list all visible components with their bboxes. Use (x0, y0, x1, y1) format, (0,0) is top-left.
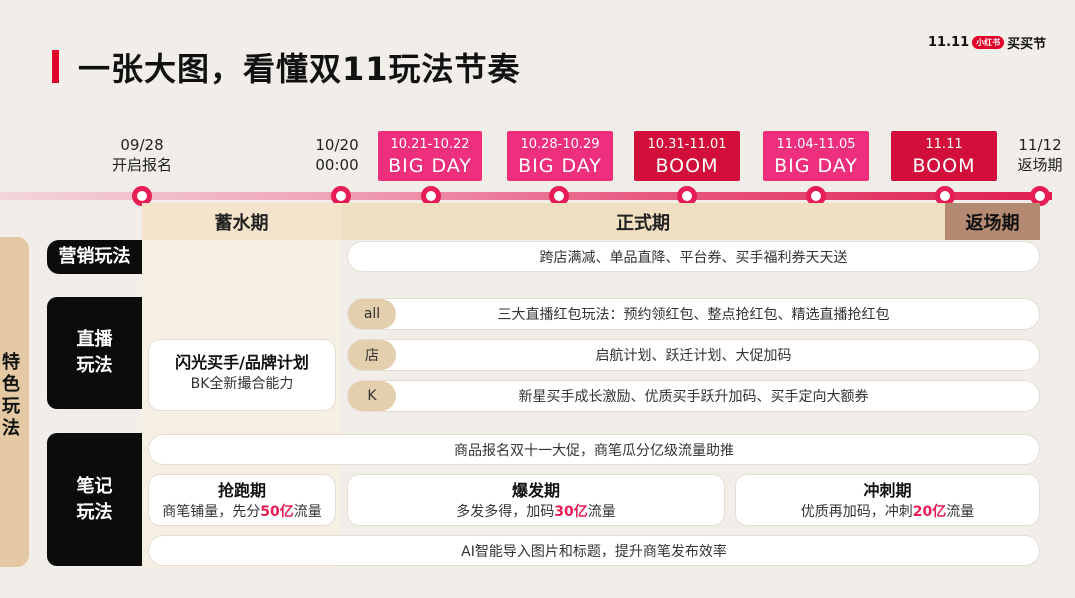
badge-label: BIG DAY (388, 155, 472, 177)
row-label-live-2: 玩法 (76, 355, 113, 376)
live-item-tag: 店 (348, 340, 396, 370)
timeline-dot (1030, 186, 1050, 206)
notes-bottom-text: AI智能导入图片和标题，提升商笔发布效率 (461, 543, 727, 560)
live-item-text: 新星买手成长激励、优质买手跃升加码、买手定向大额券 (518, 389, 869, 405)
row-label-notes-2: 玩法 (76, 501, 113, 523)
date-label-formal-line2: 00:00 (315, 156, 359, 174)
stage-desc-post: 流量 (293, 504, 322, 520)
badge-label: BIG DAY (774, 155, 858, 177)
stage-highlight: 50亿 (260, 504, 294, 520)
stage-title: 抢跑期 (217, 481, 266, 500)
notes-bottom-row: AI智能导入图片和标题，提升商笔发布效率 (148, 535, 1040, 566)
date-label-return: 11/12 返场期 (1017, 135, 1062, 175)
badge-big-day-1: 10.21-10.22 BIG DAY (378, 131, 482, 181)
timeline-track (0, 192, 1052, 200)
live-item-text: 启航计划、跃迁计划、大促加码 (595, 348, 792, 364)
live-flash-card: 闪光买手/品牌计划 BK全新撮合能力 (148, 339, 336, 411)
stage-highlight: 20亿 (912, 504, 947, 520)
badge-label: BOOM (912, 155, 976, 177)
badge-date: 10.31-11.01 (647, 137, 727, 152)
stage-desc-post: 流量 (946, 504, 975, 520)
badge-boom-1: 10.31-11.01 BOOM (634, 131, 740, 181)
notes-top-row: 商品报名双十一大促，商笔瓜分亿级流量助推 (148, 434, 1040, 465)
date-label-start-line1: 09/28 (120, 136, 164, 154)
logo-text-right: 买买节 (1007, 36, 1047, 52)
live-card-sub: BK全新撮合能力 (190, 376, 294, 392)
title-accent-bar (52, 50, 59, 83)
badge-date: 10.28-10.29 (520, 137, 600, 152)
notes-stage-card-3: 冲刺期 优质再加码，冲刺20亿流量 (735, 474, 1040, 526)
badge-boom-2: 11.11 BOOM (891, 131, 997, 181)
date-label-return-line1: 11/12 (1018, 136, 1062, 154)
stage-desc: 优质再加码，冲刺20亿流量 (736, 502, 1039, 522)
stage-desc: 商笔铺量，先分50亿流量 (149, 502, 335, 522)
stage-desc-post: 流量 (587, 504, 616, 520)
row-label-live-1: 直播 (76, 329, 113, 350)
phase-formal: 正式期 (341, 203, 945, 240)
logo-pill: 小红书 (972, 35, 1005, 49)
side-label: 特色玩法 (2, 352, 20, 439)
stage-highlight: 30亿 (554, 504, 588, 520)
badge-date: 11.04-11.05 (776, 137, 856, 152)
logo-text-left: 11.11 (928, 34, 970, 50)
badge-big-day-3: 11.04-11.05 BIG DAY (763, 131, 869, 181)
row-label-live: 直播 玩法 (47, 297, 142, 409)
stage-title: 冲刺期 (863, 481, 912, 500)
phase-return: 返场期 (945, 203, 1040, 240)
live-card-title: 闪光买手/品牌计划 (175, 353, 309, 372)
live-item-row: all 三大直播红包玩法：预约领红包、整点抢红包、精选直播抢红包 (347, 298, 1040, 330)
date-label-return-line2: 返场期 (1017, 156, 1063, 174)
badge-label: BIG DAY (518, 155, 602, 177)
brand-logo: 11.11 小红书 买买节 (928, 33, 1047, 52)
date-label-formal: 10/20 00:00 (315, 135, 358, 175)
notes-stage-card-1: 抢跑期 商笔铺量，先分50亿流量 (148, 474, 336, 526)
date-label-start: 09/28 开启报名 (112, 135, 172, 175)
side-panel (0, 237, 29, 567)
marketing-text-row: 跨店满减、单品直降、平台券、买手福利券天天送 (347, 241, 1040, 272)
stage-title: 爆发期 (511, 481, 560, 500)
row-label-notes: 笔记 玩法 (47, 433, 142, 566)
marketing-text: 跨店满减、单品直降、平台券、买手福利券天天送 (539, 249, 848, 266)
stage-desc-pre: 多发多得，加码 (456, 504, 555, 520)
badge-date: 11.11 (925, 137, 963, 152)
badge-big-day-2: 10.28-10.29 BIG DAY (507, 131, 613, 181)
live-item-row: K 新星买手成长激励、优质买手跃升加码、买手定向大额券 (347, 380, 1040, 412)
page-title: 一张大图，看懂双11玩法节奏 (78, 50, 521, 88)
date-label-start-line2: 开启报名 (111, 156, 173, 174)
stage-desc-pre: 商笔铺量，先分 (162, 504, 261, 520)
row-label-marketing: 营销玩法 (47, 240, 142, 274)
live-item-tag: K (348, 381, 396, 411)
live-item-tag: all (348, 299, 396, 329)
live-item-row: 店 启航计划、跃迁计划、大促加码 (347, 339, 1040, 371)
notes-top-text: 商品报名双十一大促，商笔瓜分亿级流量助推 (454, 442, 734, 459)
date-label-formal-line1: 10/20 (315, 136, 359, 154)
stage-desc-pre: 优质再加码，冲刺 (800, 504, 913, 520)
phase-warmup: 蓄水期 (142, 203, 341, 240)
badge-label: BOOM (655, 155, 719, 177)
stage-desc: 多发多得，加码30亿流量 (348, 502, 724, 522)
badge-date: 10.21-10.22 (390, 137, 470, 152)
row-label-notes-1: 笔记 (76, 475, 113, 497)
notes-stage-card-2: 爆发期 多发多得，加码30亿流量 (347, 474, 725, 526)
live-item-text: 三大直播红包玩法：预约领红包、整点抢红包、精选直播抢红包 (497, 307, 890, 323)
